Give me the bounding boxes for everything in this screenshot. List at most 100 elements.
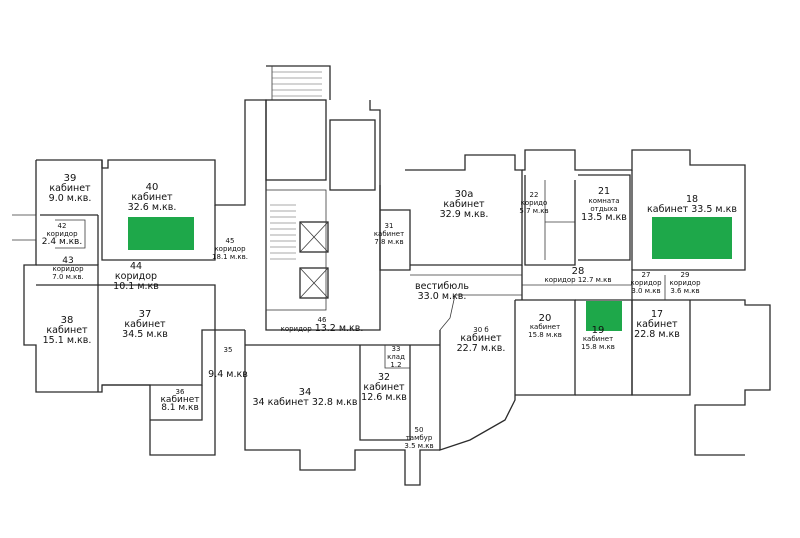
room-area: 3.0 м.кв	[631, 287, 661, 295]
room-number: 17	[650, 309, 664, 320]
vestibule-label: вестибюль 33.0 м.кв.	[415, 282, 469, 302]
room-number: 35	[223, 346, 233, 354]
wall-lines	[12, 65, 771, 486]
room-area: 12.7 м.кв	[577, 276, 612, 284]
room-38-label: 38 кабинет 15.1 м.кв.	[43, 316, 92, 346]
room-28-label: 28 коридор 12.7 м.кв	[545, 266, 612, 285]
room-area: 15.1 м.кв.	[42, 335, 92, 346]
room-name: тамбур	[405, 434, 433, 442]
room-45-label: 45 коридор 18.1 м.кв.	[212, 237, 248, 261]
room-17-label: 17 кабинет 22.8 м.кв	[634, 310, 680, 340]
room-name: коридор	[280, 325, 312, 333]
room-area: 12.6 м.кв	[361, 392, 407, 403]
room-name: кабинет	[124, 319, 166, 330]
room-area: 5.7 м.кв	[519, 207, 549, 215]
room-name: коридор	[46, 230, 78, 238]
room-number: 36	[175, 388, 185, 396]
room-22-label: 22 коридо 5.7 м.кв	[519, 191, 548, 215]
room-area: 9.4 м.кв	[208, 369, 248, 380]
room-35-label: 35 9.4 м.кв	[208, 346, 248, 380]
room-area: 15.8 м.кв	[528, 331, 562, 339]
room-40-highlight	[128, 217, 194, 250]
room-name: кабинет	[373, 230, 405, 238]
room-area: 15.8 м.кв	[581, 343, 615, 351]
room-area: 10.1 м.кв	[113, 281, 159, 292]
room-number: 28	[571, 266, 585, 277]
room-number: 37	[138, 309, 152, 320]
room-number: 30а	[454, 189, 474, 200]
room-area: 13.2 м.кв.	[314, 323, 364, 334]
room-name: коридор	[52, 265, 84, 273]
room-39-label: 39 кабинет 9.0 м.кв.	[49, 174, 92, 204]
room-19-label: 19 кабинет 15.8 м.кв	[581, 325, 615, 352]
room-33-label: 33 клад 1.2	[387, 345, 405, 369]
room-46-label: 46 коридор 13.2 м.кв.	[281, 316, 364, 334]
room-18-highlight	[652, 217, 732, 259]
room-number: 19	[591, 325, 605, 336]
room-name: коридор	[214, 245, 246, 253]
room-name: кабинет	[131, 192, 173, 203]
room-number: 43	[62, 256, 74, 266]
room-number: 22	[529, 191, 539, 199]
room-name: кабинет	[529, 323, 561, 331]
room-area: 22.7 м.кв.	[456, 343, 506, 354]
room-name: вестибюль	[415, 281, 469, 292]
room-area: 33.0 м.кв.	[417, 291, 467, 302]
room-31-label: 31 кабинет 7.8 м.кв	[374, 222, 404, 246]
room-number: 20	[538, 313, 552, 324]
room-number: 45	[225, 237, 235, 245]
room-number: 38	[60, 315, 74, 326]
room-area: 1.2	[390, 361, 402, 369]
room-number: 42	[57, 222, 67, 230]
room-50-label: 50 тамбур 3.5 м.кв	[404, 426, 433, 450]
room-area: 13.5 м.кв	[581, 212, 627, 223]
room-area: 34.5 м.кв	[122, 329, 168, 340]
room-44-label: 44 коридор 10.1 м.кв	[113, 262, 159, 292]
room-name: клад	[387, 353, 405, 361]
room-number: 34	[298, 387, 312, 398]
room-34-label: 34 34 кабинет 32.8 м.кв	[252, 388, 357, 408]
room-32-label: 32 кабинет 12.6 м.кв	[361, 373, 407, 403]
room-number: 39	[63, 173, 77, 184]
room-area: 32.6 м.кв.	[127, 202, 177, 213]
room-area: 3.5 м.кв	[404, 442, 434, 450]
room-area: 18.1 м.кв.	[212, 253, 248, 261]
room-number: 18	[685, 194, 699, 205]
room-name: кабинет	[160, 395, 200, 405]
room-name: кабинет	[443, 199, 485, 210]
room-number: 30 б	[473, 326, 489, 334]
room-20-label: 20 кабинет 15.8 м.кв	[528, 313, 562, 340]
room-area: 33.5 м.кв	[691, 204, 737, 215]
room-name: коридо	[520, 199, 548, 207]
room-area: 22.8 м.кв	[634, 329, 680, 340]
room-40-label: 40 кабинет 32.6 м.кв.	[128, 183, 177, 213]
room-42-label: 42 коридор 2.4 м.кв.	[42, 222, 82, 247]
room-name: кабинет	[582, 335, 614, 343]
room-name: комната отдыха	[588, 197, 620, 213]
room-21-label: 21 комната отдыха 13.5 м.кв	[581, 187, 627, 223]
room-number: 31	[384, 222, 394, 230]
room-number: 44	[129, 261, 143, 272]
room-name: кабинет	[363, 382, 405, 393]
room-27-label: 27 коридор 3.0 м.кв	[630, 271, 661, 295]
room-number: 29	[680, 271, 690, 279]
room-number: 33	[391, 345, 401, 353]
room-area: 32.9 м.кв.	[439, 209, 489, 220]
room-name: кабинет	[460, 333, 502, 344]
room-number: 50	[414, 426, 424, 434]
room-30a-label: 30а кабинет 32.9 м.кв.	[440, 190, 489, 220]
room-number: 32	[377, 372, 391, 383]
room-area: 7.0 м.кв.	[52, 273, 84, 281]
room-number: 46	[317, 316, 327, 324]
room-37-label: 37 кабинет 34.5 м.кв	[122, 310, 168, 340]
room-29-label: 29 коридор 3.6 м.кв	[669, 271, 700, 295]
room-area: 3.6 м.кв	[670, 287, 700, 295]
room-number: 40	[145, 182, 159, 193]
room-name: коридор	[630, 279, 662, 287]
room-area: 8.1 м.кв	[161, 403, 199, 413]
room-name: кабинет	[636, 319, 678, 330]
room-name: коридор	[669, 279, 701, 287]
room-36-label: 36 кабинет 8.1 м.кв	[160, 388, 200, 413]
room-30b-label: 30 б кабинет 22.7 м.кв.	[457, 326, 506, 354]
room-name: кабинет	[46, 325, 88, 336]
